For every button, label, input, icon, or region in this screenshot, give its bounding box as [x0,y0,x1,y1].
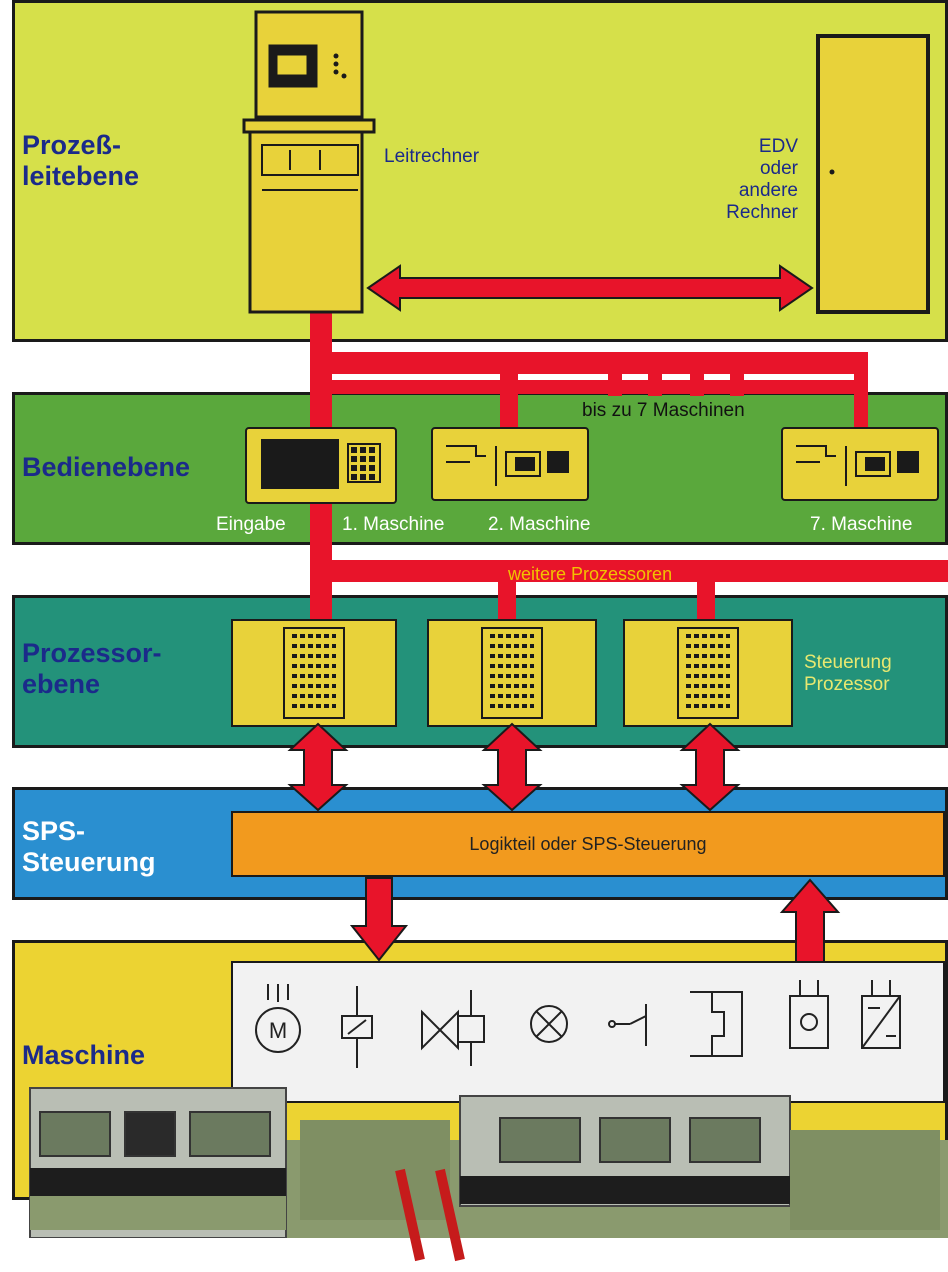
label-eingabe: Eingabe [216,514,286,536]
arrow-up [782,880,838,962]
edv-cabinet [818,36,928,312]
symbol-panel [232,962,944,1102]
maschine-panel-7 [782,428,938,500]
label-maschine-2: 2. Maschine [488,514,590,536]
motor-letter: M [269,1018,287,1043]
processor-board-2 [428,620,596,726]
label-maschine-1: 1. Maschine [342,514,444,536]
label-weitere-prozessoren: weitere Prozessoren [508,563,672,585]
processor-board-3 [624,620,792,726]
label-maschine-7: 7. Maschine [810,514,912,536]
label-edv: EDV oder andere Rechner [690,136,798,224]
label-bis-zu-7-maschinen: bis zu 7 Maschinen [582,400,745,422]
machine-illustration [0,1088,948,1272]
leitrechner-computer [244,12,374,312]
label-steuerung-prozessor: Steuerung Prozessor [804,652,892,696]
label-leitrechner: Leitrechner [384,146,479,168]
maschine-panel-2 [432,428,588,500]
label-logikteil: Logikteil oder SPS-Steuerung [232,833,944,855]
arrow-down [352,878,406,960]
double-arrows-vertical [290,724,738,810]
double-arrow-horizontal [368,266,812,310]
processor-board-1 [232,620,396,726]
